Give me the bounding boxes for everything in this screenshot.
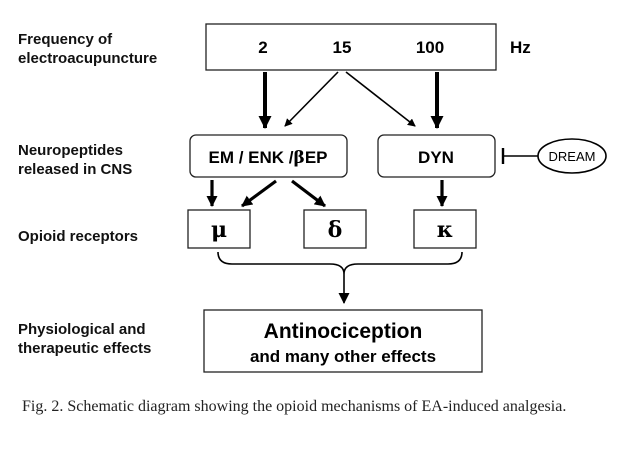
- beta-symbol: β: [294, 148, 305, 168]
- em-enk-bep-label: EM / ENK /βEP: [209, 148, 328, 168]
- em-enk-prefix: EM / ENK /: [209, 148, 294, 167]
- effects-row-label-line1: Physiological and: [18, 321, 146, 338]
- kappa-receptor-box: [413, 209, 477, 249]
- dream-label: DREAM: [549, 149, 596, 164]
- receptors-brace: [217, 251, 463, 275]
- effects-title: Antinociception: [264, 320, 423, 343]
- neuropeptides-row-label-line2: released in CNS: [18, 161, 132, 178]
- mu-receptor-box: [187, 209, 251, 249]
- kappa-receptor-label: κ: [437, 217, 454, 243]
- dyn-box: [377, 134, 496, 178]
- frequency-row-label-line2: electroacupuncture: [18, 50, 157, 67]
- arrow-em-to-delta: [291, 179, 326, 208]
- frequency-value-100: 100: [416, 38, 444, 57]
- mu-receptor-label: μ: [211, 217, 227, 243]
- figure-caption: Fig. 2. Schematic diagram showing the op…: [22, 398, 567, 415]
- delta-receptor-label: δ: [328, 217, 343, 243]
- dyn-label: DYN: [418, 148, 454, 167]
- frequency-unit: Hz: [510, 38, 531, 57]
- frequency-row-label-line1: Frequency of: [18, 31, 113, 48]
- em-enk-bep-box: [189, 134, 348, 178]
- receptors-row-label: Opioid receptors: [18, 228, 138, 245]
- arrow-em-to-mu-right: [241, 179, 277, 208]
- dream-ellipse: [537, 138, 607, 174]
- frequency-value-2: 2: [258, 38, 267, 57]
- neuropeptides-row-label-line1: Neuropeptides: [18, 142, 123, 159]
- arrow-15hz-to-dyn: [345, 71, 416, 127]
- frequency-value-15: 15: [333, 38, 352, 57]
- effects-box: [203, 309, 483, 373]
- delta-receptor-box: [303, 209, 367, 249]
- ep-suffix: EP: [305, 148, 328, 167]
- frequency-box: [205, 23, 497, 71]
- effects-subtitle: and many other effects: [250, 347, 436, 366]
- effects-row-label-line2: therapeutic effects: [18, 340, 151, 357]
- arrow-15hz-to-em: [284, 71, 339, 127]
